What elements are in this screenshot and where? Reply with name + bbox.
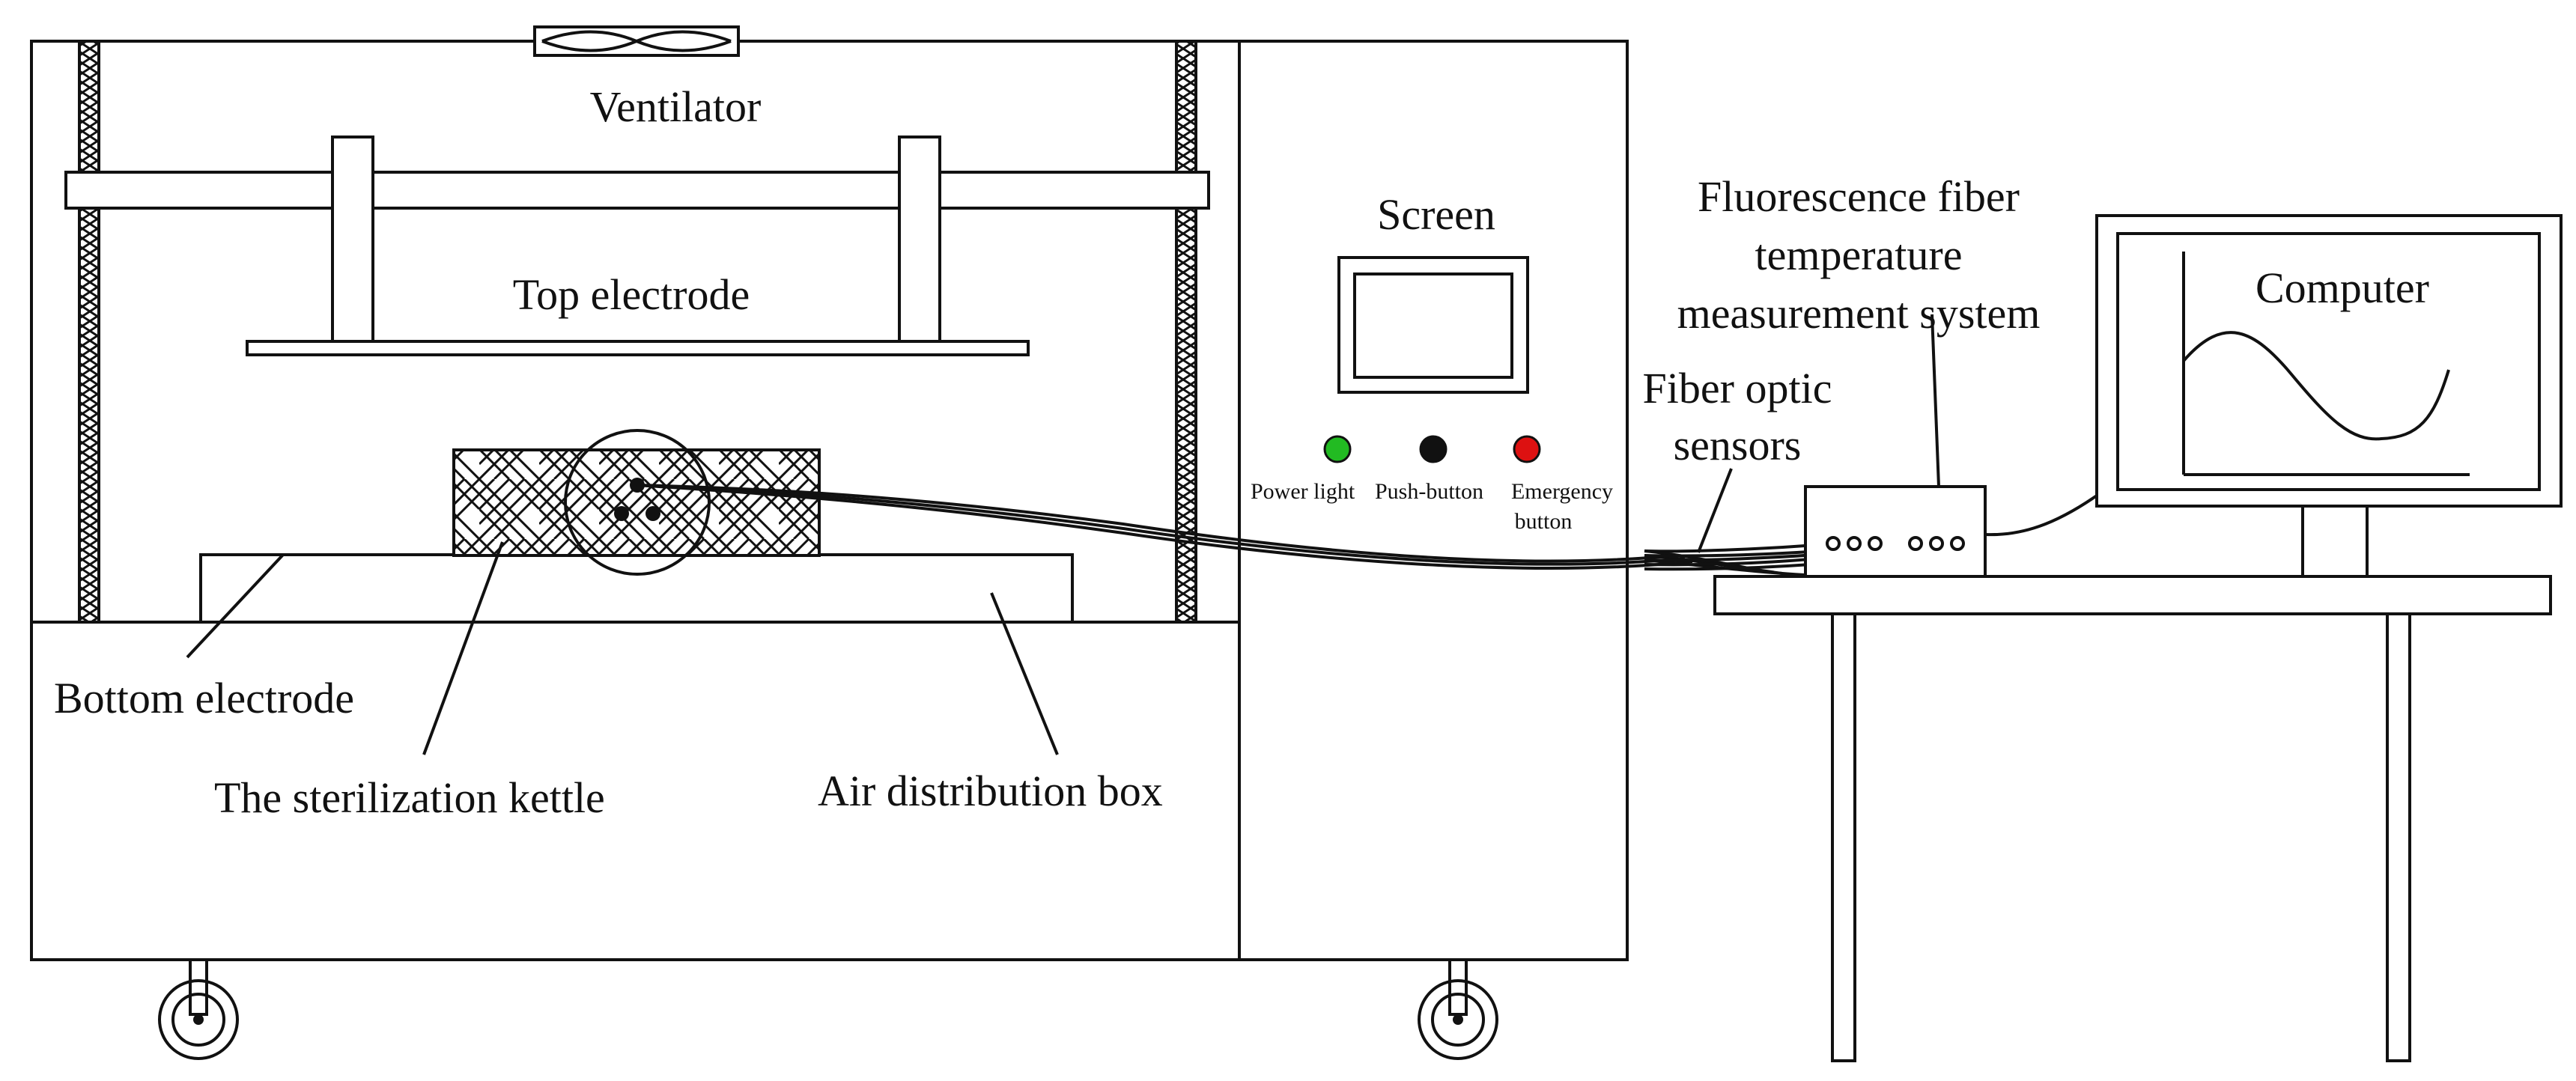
push-button bbox=[1419, 435, 1448, 463]
ventilator-label: Ventilator bbox=[590, 82, 762, 131]
power-light bbox=[1323, 435, 1352, 463]
fiber-optic-sensors-label-line1: Fiber optic bbox=[1643, 364, 1832, 412]
push-button-label: Push-button bbox=[1375, 479, 1483, 504]
control-screen-display bbox=[1353, 272, 1513, 379]
fiber-connectors bbox=[1826, 536, 1965, 551]
air-box-leader bbox=[990, 592, 1059, 755]
top-electrode-post-left bbox=[331, 135, 374, 344]
top-electrode-plate bbox=[246, 340, 1030, 356]
wheel-right bbox=[1418, 958, 1498, 1060]
top-rail bbox=[64, 171, 1210, 210]
screen-label: Screen bbox=[1377, 190, 1495, 239]
sensor-probe-2 bbox=[614, 506, 629, 521]
ventilator-unit bbox=[533, 25, 740, 57]
fiber-optic-cable bbox=[637, 484, 1958, 576]
sensor-probe-3 bbox=[645, 506, 660, 521]
top-electrode-label: Top electrode bbox=[513, 270, 750, 319]
temperature-measurement-unit bbox=[1804, 485, 1987, 579]
emergency-button-label-line2: button bbox=[1515, 509, 1573, 534]
right-insulation-column bbox=[1175, 40, 1197, 624]
wheel-left bbox=[158, 958, 239, 1060]
fiber-optic-sensors-label-line2: sensors bbox=[1674, 421, 1802, 469]
sterilization-kettle bbox=[452, 429, 821, 576]
display-curve bbox=[2182, 331, 2450, 441]
computer-display bbox=[2116, 232, 2541, 491]
sterilization-kettle-label: The sterilization kettle bbox=[214, 773, 605, 822]
fluorescence-label-line1: Fluorescence fiber bbox=[1698, 172, 2020, 221]
computer-cable bbox=[1984, 494, 2098, 537]
power-light-label: Power light bbox=[1251, 479, 1355, 504]
fluorescence-label-line3: measurement system bbox=[1677, 289, 2041, 338]
bottom-electrode-plate bbox=[199, 553, 1074, 624]
emergency-button-label-line1: Emergency bbox=[1511, 479, 1613, 504]
top-electrode-post-right bbox=[898, 135, 941, 344]
table-top bbox=[1713, 575, 2552, 615]
emergency-button bbox=[1513, 435, 1541, 463]
table-leg-right bbox=[2386, 612, 2411, 1062]
fiber-optic-sensors-leader bbox=[1697, 468, 1733, 553]
fluorescence-label-line2: temperature bbox=[1755, 231, 1963, 279]
bottom-electrode-label: Bottom electrode bbox=[54, 674, 354, 722]
computer-label: Computer bbox=[2255, 264, 2429, 312]
control-panel bbox=[1238, 40, 1629, 961]
measurement-system-leader bbox=[1931, 314, 1940, 487]
left-insulation-column bbox=[78, 40, 100, 624]
bottom-electrode-leader bbox=[186, 553, 285, 659]
monitor-stand bbox=[2301, 505, 2369, 578]
table-leg-left bbox=[1831, 612, 1856, 1062]
air-distribution-box-label: Air distribution box bbox=[818, 767, 1163, 815]
kettle-leader bbox=[422, 541, 504, 755]
